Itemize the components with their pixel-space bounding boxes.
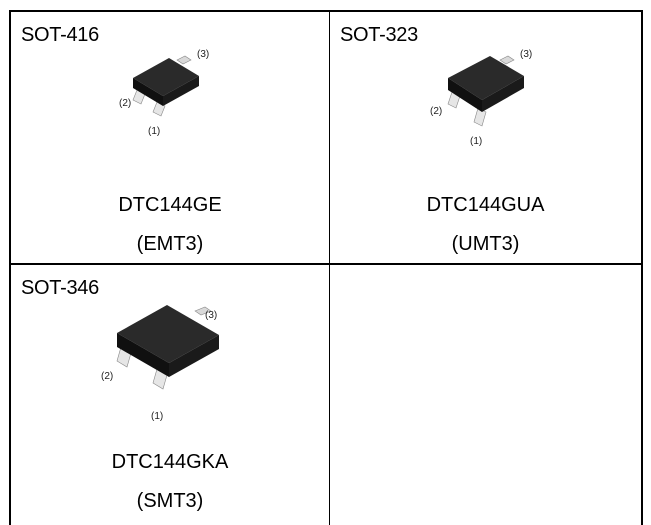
transistor-package-icon xyxy=(116,305,219,390)
transistor-package-icon xyxy=(132,55,199,117)
pin-label-2: (2) xyxy=(101,371,114,382)
package-cell-sot-323: SOT-323 (3) (2) (1) DTC144GUA (UMT3) xyxy=(330,10,643,265)
package-cell-sot-416: SOT-416 (3) (2) (1) DTC144GE (EMT3) xyxy=(9,10,330,265)
pin-label-1: (1) xyxy=(470,136,483,147)
transistor-package-icon xyxy=(447,55,524,127)
pin-label-1: (1) xyxy=(148,126,161,137)
package-name: SOT-323 xyxy=(340,24,418,46)
part-number: DTC144GE xyxy=(118,194,222,216)
pin-label-3: (3) xyxy=(520,49,533,60)
part-number: DTC144GUA xyxy=(426,194,545,216)
package-name: SOT-416 xyxy=(21,24,99,46)
pin-label-3: (3) xyxy=(197,49,210,60)
part-number: DTC144GKA xyxy=(111,451,229,473)
pin-label-2: (2) xyxy=(119,98,132,109)
part-code: (UMT3) xyxy=(451,233,520,255)
pin-label-2: (2) xyxy=(430,106,443,117)
package-name: SOT-346 xyxy=(21,277,99,299)
package-cell-sot-346: SOT-346 (3) (2) (1) DTC144GKA (SMT3) xyxy=(9,265,330,525)
empty-cell xyxy=(330,265,643,525)
part-code: (EMT3) xyxy=(136,233,204,255)
pin-label-3: (3) xyxy=(205,310,218,321)
pin-label-1: (1) xyxy=(151,411,164,422)
part-code: (SMT3) xyxy=(136,490,204,512)
